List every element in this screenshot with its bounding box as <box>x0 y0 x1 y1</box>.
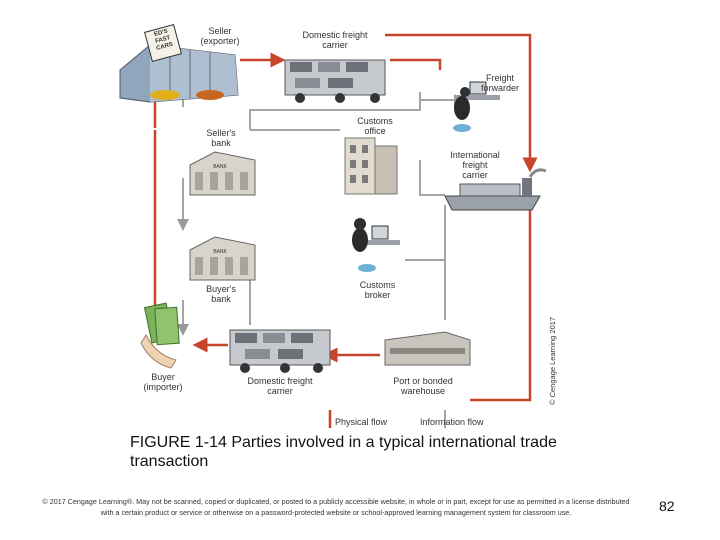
warehouse-building <box>384 331 471 366</box>
cargo-ship-illustration <box>444 168 547 211</box>
buyer-label: Buyer (importer) <box>143 372 183 392</box>
freight-forwarder-label: Freight forwarder <box>480 73 519 93</box>
domestic-freight-carrier-bottom-label: Domestic freight carrier <box>247 376 313 396</box>
customs-broker-label: Customs broker <box>359 280 396 300</box>
copyright-credit: © Cengage Learning 2017 <box>548 316 557 405</box>
sellers-bank-sign: BANK <box>213 164 227 170</box>
customs-office-building <box>344 137 398 195</box>
buyer-hand-with-cash <box>140 302 180 369</box>
information-flow-legend-label: Information flow <box>420 417 484 427</box>
trade-flow-diagram <box>119 24 547 428</box>
freight-forwarder-illustration <box>453 81 500 132</box>
sellers-bank-label: Seller's bank <box>206 128 236 148</box>
buyers-bank-label: Buyer's bank <box>206 284 236 304</box>
seller-label: Seller (exporter) <box>200 26 240 46</box>
customs-office-label: Customs office <box>357 116 393 136</box>
international-freight-carrier-label: International freight carrier <box>450 150 500 180</box>
seller-dealership-illustration <box>119 24 239 103</box>
legend <box>328 410 446 428</box>
customs-broker-illustration <box>352 218 400 272</box>
information-flow-lines <box>177 54 466 336</box>
domestic-freight-carrier-top-label: Domestic freight carrier <box>302 30 368 50</box>
physical-flow-legend-label: Physical flow <box>335 417 388 427</box>
figure-caption: FIGURE 1-14 Parties involved in a typica… <box>130 434 557 470</box>
buyers-bank-building <box>189 236 256 281</box>
car-carrier-truck-bottom <box>229 329 331 373</box>
sellers-bank-building <box>189 151 256 196</box>
buyers-bank-sign: BANK <box>213 249 227 255</box>
physical-flow-lines <box>147 33 538 402</box>
warehouse-label: Port or bonded warehouse <box>393 376 453 396</box>
page-number: 82 <box>659 498 675 514</box>
car-carrier-truck-top <box>284 59 386 103</box>
copyright-footer: © 2017 Cengage Learning®. May not be sca… <box>42 497 630 517</box>
